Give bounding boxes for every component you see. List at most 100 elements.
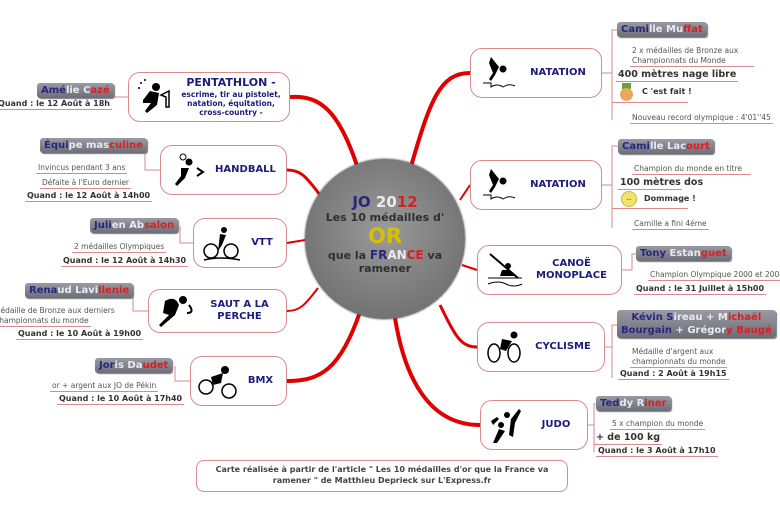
gold-medal-icon: [622, 83, 631, 89]
name-segment: guet: [700, 248, 727, 259]
name-line: Kévin Sireau + Michaël: [621, 311, 772, 324]
center-title: JO 2012: [305, 193, 465, 211]
topic-saut-perche[interactable]: SAUT A LA PERCHE: [148, 289, 287, 333]
handball-icon: [175, 153, 205, 186]
status-label: C 'est fait !: [642, 87, 692, 96]
center-line: ramener: [358, 262, 412, 275]
record-note: Nouveau record olympique : 4'01''45: [630, 113, 773, 124]
topic-title: NATATION: [530, 67, 586, 78]
name-segment: llenie: [98, 285, 130, 296]
gold-medal-icon: [620, 88, 633, 101]
title: PENTATHLON -: [186, 76, 276, 89]
topic-handball[interactable]: HANDBALL: [160, 145, 287, 195]
runner-icon: [159, 296, 193, 327]
schedule-note: Quand : le 10 Août à 19h00: [16, 329, 144, 340]
center-or: OR: [367, 224, 403, 248]
cycling-icon: [487, 331, 521, 363]
name-segment: CE: [406, 248, 424, 262]
source-note: Carte réalisée à partir de l'article " L…: [196, 460, 568, 492]
neutral-face-icon: ‥: [621, 191, 637, 207]
name-segment: + Grégor: [672, 325, 727, 336]
topic-title: VTT: [251, 237, 273, 248]
topic-title: CANOË MONOPLACE: [536, 258, 607, 281]
name-segment: culine: [109, 140, 143, 151]
topic-title: NATATION: [530, 179, 586, 190]
swimming-icon: [483, 169, 516, 200]
name-segment: Cami: [621, 24, 649, 35]
name-segment: Équi: [44, 140, 69, 151]
name-segment: iner: [644, 398, 667, 409]
note: 2 x médailles de Bronze aux: [632, 46, 739, 55]
note: 5 x champion du monde: [610, 419, 706, 430]
athlete-name[interactable]: Teddy Riner: [596, 396, 671, 411]
name-segment: pe mas: [68, 140, 110, 151]
name-segment: Juli: [94, 220, 112, 231]
athlete-name[interactable]: Joris Daudet: [95, 358, 173, 373]
topic-title: SAUT A LA PERCHE: [210, 299, 269, 322]
schedule-note: Quand : le 12 Août à 14h30: [61, 256, 189, 267]
name-segment: Jor: [99, 360, 115, 371]
athlete-name[interactable]: Camille Muffat: [617, 22, 707, 37]
schedule-note: Quand : le 10 Août à 17h40: [57, 394, 185, 405]
center-line: que la FRANCE va: [305, 248, 465, 262]
schedule-note: Quand : le 12 Août à 14h00: [25, 191, 153, 202]
athlete-name[interactable]: Renaud Lavillenie: [25, 283, 134, 298]
name-segment: salon: [143, 220, 175, 231]
topic-title: BMX: [247, 375, 274, 386]
event-label: + de 100 kg: [594, 432, 663, 445]
note: Défaite à l'Euro dernier: [40, 178, 132, 189]
event-label: 400 mètres nage libre: [616, 69, 739, 82]
name-segment: ichaël: [727, 312, 762, 323]
topic-title: JUDO: [541, 419, 571, 430]
note: Championnats du Monde: [630, 56, 754, 67]
name-segment: lle Mu: [648, 24, 684, 35]
note: Champion du monde en titre: [632, 164, 751, 175]
name-segment: is Da: [114, 360, 143, 371]
swimming-icon: [483, 57, 516, 88]
name-segment: ourt: [686, 141, 710, 152]
note: Championnats du monde: [0, 316, 91, 327]
athlete-name[interactable]: Équipe masculine: [40, 138, 147, 153]
france-word: FRANCE: [370, 248, 424, 262]
athlete-name[interactable]: Camille Lacourt: [618, 139, 714, 154]
athlete-name[interactable]: Tony Estanguet: [636, 246, 731, 261]
name-segment: Kévin S: [631, 312, 674, 323]
name-segment: lie C: [65, 85, 91, 96]
topic-bmx[interactable]: BMX: [190, 356, 287, 406]
topic-title: HANDBALL: [215, 164, 276, 175]
name-segment: FR: [369, 248, 388, 262]
name-segment: AN: [387, 248, 407, 262]
name-segment: dy R: [619, 398, 645, 409]
judo-icon: [491, 409, 521, 443]
bmx-icon: [198, 366, 237, 399]
athlete-name[interactable]: Julien Absalon: [90, 218, 179, 233]
name-segment: udet: [142, 360, 169, 371]
athlete-name[interactable]: Amélie Cazé: [37, 83, 114, 98]
topic-natation-1[interactable]: NATATION: [470, 48, 602, 98]
central-topic[interactable]: JO 2012 Les 10 médailles d' OR que la FR…: [305, 159, 465, 319]
note: 2 médailles Olympiques: [72, 242, 167, 253]
record-note: Camille a fini 4éme: [632, 219, 709, 230]
name-segment: azé: [90, 85, 110, 96]
canoe-icon: [487, 253, 523, 287]
topic-cyclisme[interactable]: CYCLISME: [477, 322, 605, 372]
divider: [612, 208, 688, 209]
name-segment: Bourgain: [621, 325, 672, 336]
topic-natation-2[interactable]: NATATION: [470, 160, 602, 210]
topic-title: CYCLISME: [535, 341, 591, 352]
text: que la: [327, 249, 370, 262]
topic-vtt[interactable]: VTT: [193, 218, 287, 268]
note: Invincus pendant 3 ans: [36, 163, 128, 174]
name-segment: Cami: [622, 141, 650, 152]
mountain-bike-icon: [203, 227, 241, 261]
name-segment: 12: [396, 193, 418, 211]
topic-pentathlon[interactable]: PENTATHLON -escrime, tir au pistolet, na…: [128, 72, 290, 122]
note: Champion Olympique 2000 et 2004: [648, 270, 780, 281]
name-segment: ireau + M: [673, 312, 728, 323]
topic-canoe[interactable]: CANOË MONOPLACE: [477, 245, 622, 295]
topic-judo[interactable]: JUDO: [480, 400, 588, 450]
text: va: [423, 249, 443, 262]
